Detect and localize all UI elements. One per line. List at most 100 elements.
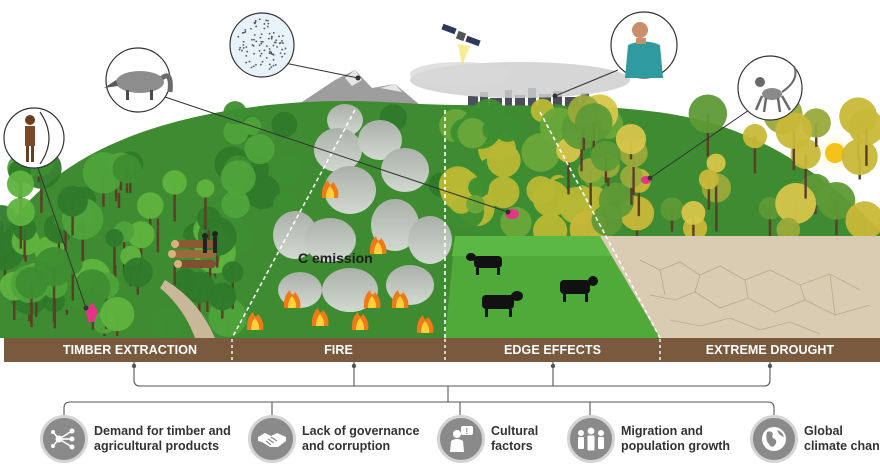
- tree-trunk: [173, 182, 176, 222]
- raindrop: [263, 23, 266, 25]
- tree-canopy: [775, 112, 813, 149]
- raindrop: [272, 31, 275, 34]
- raindrop: [270, 35, 273, 38]
- driver-migration-line2: population growth: [621, 439, 731, 453]
- tree-canopy: [660, 197, 684, 221]
- tree-canopy: [127, 221, 155, 249]
- satellite-icon: [441, 23, 481, 66]
- raindrop: [261, 40, 264, 43]
- raindrop: [260, 52, 263, 55]
- tree-canopy: [681, 200, 706, 225]
- callout-sick-person: [610, 11, 678, 79]
- tree-canopy: [574, 103, 613, 141]
- band-dividers: [231, 339, 661, 361]
- tree-canopy: [220, 160, 256, 196]
- raindrop: [268, 32, 271, 35]
- tree-canopy: [273, 191, 298, 216]
- tree-trunk: [589, 170, 592, 206]
- raindrop: [283, 52, 286, 55]
- driver-climate-line2: climate change: [804, 439, 880, 453]
- tree-canopy: [105, 228, 124, 247]
- band-label-timber: TIMBER EXTRACTION: [62, 343, 198, 357]
- raindrop: [268, 63, 271, 66]
- raindrop: [272, 58, 275, 61]
- raindrop: [263, 49, 266, 52]
- raindrop: [246, 50, 249, 53]
- person-speech-icon: !: [437, 415, 485, 463]
- raindrop: [255, 63, 257, 66]
- raindrop: [267, 37, 270, 40]
- tree-trunk: [40, 168, 43, 213]
- tree-trunk: [208, 256, 212, 281]
- tree-canopy: [136, 192, 164, 219]
- globe-icon: [750, 415, 798, 463]
- band-label-fire: FIRE: [324, 343, 353, 357]
- svg-text:!: !: [466, 427, 469, 436]
- raindrop: [253, 38, 255, 41]
- raindrop: [268, 48, 271, 50]
- raindrop: [281, 42, 284, 44]
- raindrop: [253, 21, 256, 24]
- tree-trunk: [198, 287, 201, 331]
- flame-core: [288, 296, 297, 308]
- raindrop: [265, 57, 268, 59]
- flame-core: [316, 314, 325, 326]
- tree-canopy: [6, 197, 35, 227]
- zone-dividers: [231, 109, 661, 339]
- raindrop: [276, 45, 278, 48]
- forest-trees: [0, 94, 880, 340]
- driver-demand-line1: Demand for timber and: [94, 424, 231, 438]
- loggers-icon: [202, 231, 218, 253]
- driver-migration-line1: Migration and: [621, 424, 703, 438]
- raindrop: [242, 40, 245, 43]
- tree-trunk: [173, 249, 176, 285]
- tree-canopy: [487, 176, 520, 209]
- tree-trunk: [156, 207, 160, 253]
- tree-trunk: [19, 211, 22, 249]
- raindrop: [260, 33, 263, 36]
- raindrop: [258, 44, 261, 47]
- tree-canopy: [706, 153, 726, 173]
- tree-canopy: [244, 133, 275, 165]
- tree-canopy: [6, 170, 34, 198]
- flame-core: [356, 318, 365, 330]
- tree-trunk: [792, 130, 795, 171]
- raindrop: [270, 37, 273, 40]
- raindrop: [252, 65, 255, 68]
- raindrop: [266, 25, 269, 28]
- tree-trunk: [706, 113, 710, 157]
- tree-trunk: [865, 127, 868, 166]
- raindrop: [242, 47, 245, 49]
- raindrop: [272, 54, 275, 56]
- tree-canopy: [591, 204, 623, 236]
- raindrop: [279, 41, 282, 44]
- tree-trunk: [52, 266, 56, 311]
- tree-canopy: [271, 111, 298, 138]
- tree-canopy: [615, 123, 647, 155]
- tree-canopy: [698, 169, 719, 190]
- raindrop: [251, 38, 253, 41]
- carbon-emission-label: C emission: [298, 250, 373, 266]
- raindrop: [279, 52, 282, 55]
- raindrop: [245, 61, 248, 64]
- tree-canopy: [150, 307, 183, 340]
- raindrop: [281, 55, 284, 58]
- network-icon: [40, 415, 88, 463]
- raindrop: [259, 55, 262, 57]
- flame-core: [396, 296, 405, 308]
- raindrop: [273, 41, 276, 44]
- raindrop: [265, 45, 268, 48]
- raindrop: [242, 44, 245, 46]
- callout-dots: [83, 75, 653, 311]
- tree-trunk: [204, 188, 207, 230]
- raindrop: [245, 46, 248, 48]
- tree-canopy: [776, 217, 801, 242]
- raindrop: [258, 49, 261, 52]
- tree-canopy: [221, 190, 250, 219]
- callout-rain: [229, 12, 295, 78]
- raindrop: [239, 46, 242, 49]
